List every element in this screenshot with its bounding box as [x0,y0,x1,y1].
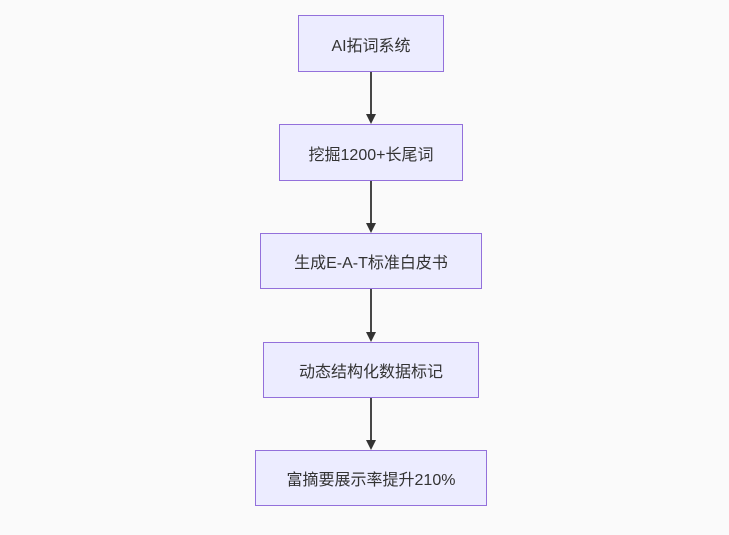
arrow-n4-n5 [366,398,376,450]
flowchart-node-ai-word-expansion-system: AI拓词系统 [298,15,444,72]
flowchart-node-rich-snippet-rate-increase: 富摘要展示率提升210% [255,450,487,506]
flowchart-node-generate-eat-whitepaper: 生成E-A-T标准白皮书 [260,233,482,289]
arrow-n3-n4 [366,289,376,342]
flowchart-node-mine-longtail-keywords: 挖掘1200+长尾词 [279,124,463,181]
arrow-n1-n2 [366,72,376,124]
arrow-n2-n3 [366,181,376,233]
flowchart-node-dynamic-structured-data-markup: 动态结构化数据标记 [263,342,479,398]
